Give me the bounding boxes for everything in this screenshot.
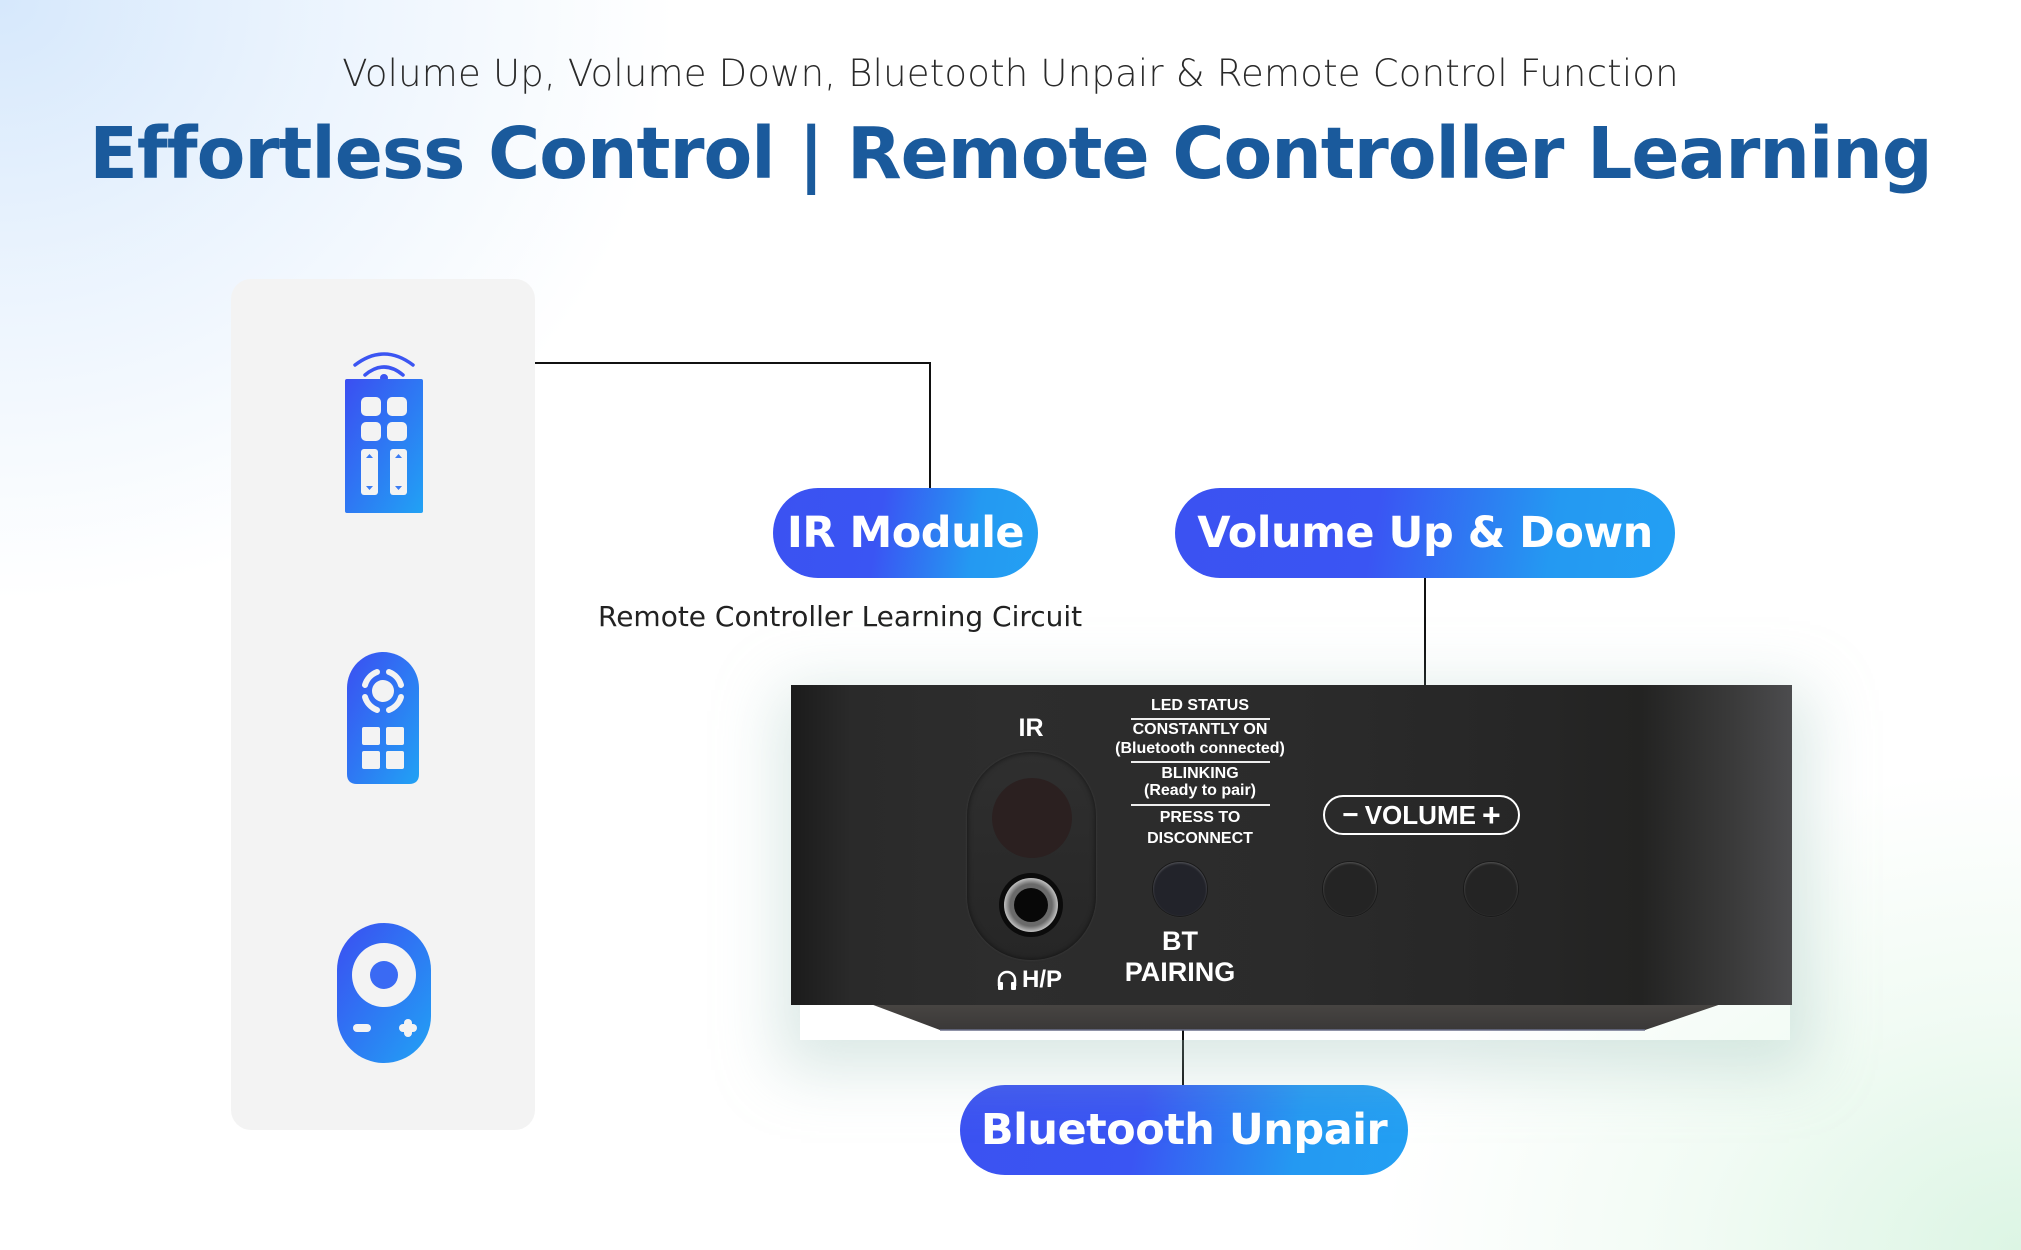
volume-connector-line [1424, 578, 1426, 781]
led-blink-desc: (Ready to pair) [1143, 782, 1256, 799]
led-blink-title: BLINKING [1161, 765, 1239, 782]
led-status-heading: LED STATUS [1150, 697, 1250, 714]
pairing-label: PAIRING [1124, 957, 1236, 987]
press-to-label: PRESS TO [1159, 809, 1241, 826]
bluetooth-unpair-label: Bluetooth Unpair [960, 1085, 1408, 1175]
device-back-panel: IR [791, 685, 1792, 1005]
volume-indicator: − VOLUME + [1323, 795, 1520, 835]
subtitle: Volume Up, Volume Down, Bluetooth Unpair… [342, 52, 1679, 95]
ir-caption: Remote Controller Learning Circuit [598, 600, 1083, 633]
led-divider-2 [1131, 761, 1270, 763]
ir-port-label: IR [1018, 714, 1044, 742]
round-remote-icon [337, 923, 431, 1063]
bt-pairing-button[interactable] [1153, 862, 1207, 916]
volume-up-button[interactable] [1464, 862, 1518, 916]
volume-down-button[interactable] [1323, 862, 1377, 916]
volume-label: Volume Up & Down [1175, 488, 1675, 578]
page-title: Effortless Control | Remote Controller L… [89, 112, 1932, 195]
led-on-title: CONSTANTLY ON [1132, 721, 1268, 738]
ir-receiver-window [992, 778, 1072, 858]
led-on-desc: (Bluetooth connected) [1115, 740, 1285, 757]
headphone-jack[interactable] [1014, 888, 1048, 922]
remote-icons-panel [231, 279, 535, 1130]
hp-label: H/P [1022, 966, 1063, 993]
led-divider-1 [1131, 718, 1270, 720]
headphone-port-label: H/P [996, 966, 1062, 994]
disconnect-label: DISCONNECT [1147, 830, 1253, 847]
ir-remote-icon [345, 352, 423, 513]
volume-text: VOLUME [1364, 799, 1476, 830]
minus-icon: − [1342, 799, 1359, 830]
device-base [860, 1000, 1733, 1031]
dpad-remote-icon [347, 652, 419, 784]
ir-connector-line-vertical [929, 362, 931, 489]
bt-label: BT [1162, 926, 1198, 956]
plus-icon: + [1481, 797, 1501, 833]
led-divider-3 [1131, 804, 1270, 806]
bluetooth-connector-line [1182, 996, 1184, 1086]
ir-connector-line-horizontal [535, 362, 931, 364]
headphone-icon [997, 970, 1017, 990]
ir-module-label: IR Module [773, 488, 1038, 578]
